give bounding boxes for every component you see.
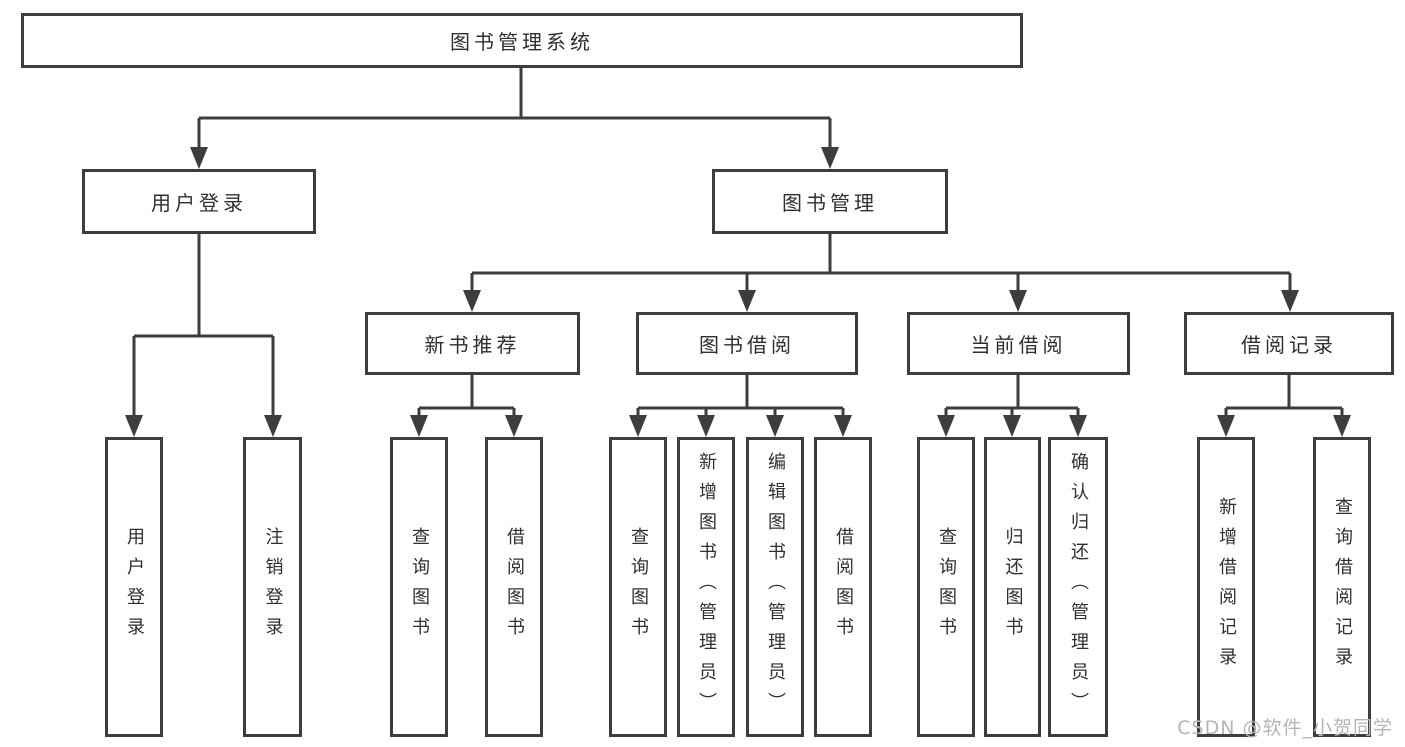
node-leaf-cb-confirm-return: 确认归还（管理员） bbox=[1048, 437, 1108, 737]
connector-new-book-rec-children bbox=[410, 375, 523, 437]
node-root: 图书管理系统 bbox=[21, 13, 1023, 68]
node-book-borrow: 图书借阅 bbox=[636, 312, 858, 375]
node-leaf-bb-edit-book-label: 编辑图书（管理员） bbox=[765, 452, 786, 722]
node-book-mgmt-label: 图书管理 bbox=[782, 191, 878, 215]
node-leaf-br-add-record-label: 新增借阅记录 bbox=[1216, 497, 1237, 677]
watermark: CSDN @软件_小贺同学 bbox=[1177, 717, 1393, 739]
node-leaf-cb-confirm-return-label: 确认归还（管理员） bbox=[1068, 452, 1089, 722]
connector-root-to-level2 bbox=[190, 68, 839, 169]
node-leaf-bb-add-book-label: 新增图书（管理员） bbox=[696, 452, 717, 722]
node-leaf-cb-return-book-label: 归还图书 bbox=[1002, 527, 1024, 647]
node-leaf-cb-query-book-label: 查询图书 bbox=[936, 527, 957, 647]
node-new-book-rec: 新书推荐 bbox=[365, 312, 580, 375]
node-borrow-records-label: 借阅记录 bbox=[1241, 333, 1337, 357]
node-leaf-bb-query-book: 查询图书 bbox=[609, 437, 667, 737]
connector-user-login-children bbox=[125, 234, 282, 437]
node-leaf-nb-query-book: 查询图书 bbox=[390, 437, 448, 737]
node-book-mgmt: 图书管理 bbox=[712, 169, 948, 234]
node-leaf-bb-edit-book: 编辑图书（管理员） bbox=[746, 437, 804, 737]
node-leaf-br-query-record: 查询借阅记录 bbox=[1313, 437, 1371, 737]
node-leaf-nb-borrow-book: 借阅图书 bbox=[485, 437, 543, 737]
node-leaf-cb-return-book: 归还图书 bbox=[984, 437, 1041, 737]
node-leaf-nb-query-book-label: 查询图书 bbox=[409, 527, 430, 647]
node-root-label: 图书管理系统 bbox=[450, 30, 594, 54]
connector-borrow-records-children bbox=[1217, 375, 1351, 437]
node-leaf-user-login: 用户登录 bbox=[105, 437, 163, 737]
node-new-book-rec-label: 新书推荐 bbox=[424, 333, 521, 357]
node-borrow-records: 借阅记录 bbox=[1184, 312, 1394, 375]
node-user-login: 用户登录 bbox=[82, 169, 316, 234]
connector-current-borrow-children bbox=[937, 375, 1087, 437]
node-current-borrow: 当前借阅 bbox=[907, 312, 1130, 375]
node-user-login-label: 用户登录 bbox=[151, 191, 247, 215]
node-current-borrow-label: 当前借阅 bbox=[970, 333, 1067, 357]
node-leaf-bb-borrow-book-label: 借阅图书 bbox=[833, 527, 854, 647]
node-leaf-bb-borrow-book: 借阅图书 bbox=[814, 437, 872, 737]
node-leaf-nb-borrow-book-label: 借阅图书 bbox=[504, 527, 525, 647]
node-book-borrow-label: 图书借阅 bbox=[699, 333, 795, 357]
node-leaf-br-query-record-label: 查询借阅记录 bbox=[1332, 497, 1353, 677]
connector-book-mgmt-children bbox=[463, 234, 1299, 312]
node-leaf-cb-query-book: 查询图书 bbox=[917, 437, 975, 737]
node-leaf-user-login-label: 用户登录 bbox=[124, 527, 145, 647]
node-leaf-logout: 注销登录 bbox=[243, 437, 302, 737]
node-leaf-bb-add-book: 新增图书（管理员） bbox=[677, 437, 735, 737]
node-leaf-bb-query-book-label: 查询图书 bbox=[628, 527, 649, 647]
node-leaf-logout-label: 注销登录 bbox=[262, 527, 284, 647]
connector-book-borrow-children bbox=[629, 375, 852, 437]
node-leaf-br-add-record: 新增借阅记录 bbox=[1197, 437, 1255, 737]
